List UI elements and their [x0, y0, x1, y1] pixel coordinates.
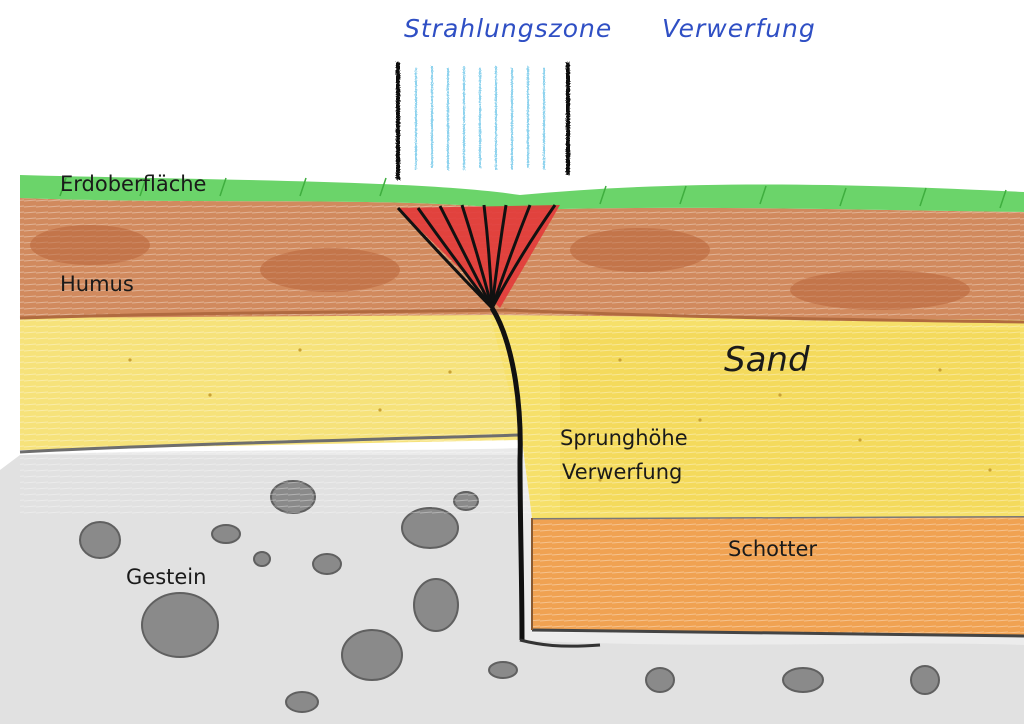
grass-surface: [20, 175, 1024, 212]
fracture-lines: [396, 204, 557, 310]
label-surface: Erdoberfläche: [60, 172, 207, 196]
label-gravel: Schotter: [728, 537, 818, 561]
radiation-zone: [396, 62, 570, 180]
title-fault: Verwerfung: [662, 14, 816, 43]
rock-stones: [79, 480, 940, 713]
label-humus: Humus: [60, 272, 134, 296]
fault-line: [489, 306, 525, 641]
label-rock: Gestein: [126, 565, 207, 589]
label-throw-line1: Sprunghöhe: [560, 426, 688, 450]
label-sand: Sand: [724, 340, 810, 380]
title-radiation-zone: Strahlungszone: [404, 14, 613, 43]
label-throw-line2: Verwerfung: [562, 460, 683, 484]
sand-dots: [128, 348, 992, 482]
